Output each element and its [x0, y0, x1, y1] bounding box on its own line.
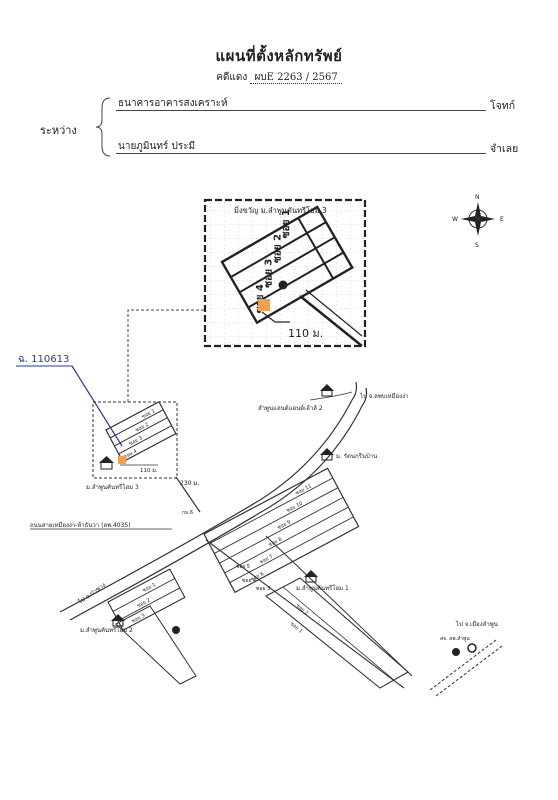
inset-lot-label: ซอย 1	[281, 209, 292, 238]
compass-s: S	[475, 242, 479, 249]
inset-distance: 110 ม.	[288, 327, 323, 340]
party-brace	[96, 97, 111, 157]
between-label: ระหว่าง	[40, 124, 77, 137]
city-marker-ring	[467, 643, 477, 653]
village-1: ม.ลำพูนคันทรีโฮม 1	[296, 570, 349, 592]
lower-lot-label: ซอย 1	[142, 582, 157, 594]
case-number-line: คดีแดง ผบE 2263 / 2567	[0, 70, 558, 85]
inset-lot-label: ซอย 3	[263, 259, 274, 288]
case-number: ผบE 2263 / 2567	[250, 72, 342, 84]
small-lot-label: ซอย 2	[135, 422, 150, 434]
big-lot-label: ซอย 5	[236, 564, 250, 570]
small-lot-label: ซอย 4	[123, 448, 138, 460]
to-city-sub-label: สจ. ลพ.ลำพูน	[440, 636, 470, 642]
compass-icon: N S W E	[452, 194, 504, 249]
lower-lot-label: ซอย 2	[136, 597, 151, 609]
landmark-2: ม. รัตนกรีนบ้าน	[320, 448, 377, 461]
plaintiff-role: โจทก์	[490, 100, 516, 112]
detail-box: ซอย 1 ซอย 2 ซอย 3 ซอย 4 110 ม. ม.ลำพูนคั…	[86, 401, 178, 491]
main-road	[59, 381, 368, 621]
house-icon	[111, 614, 125, 627]
deed-number: ฉ. 110613	[18, 354, 69, 365]
compass-e: E	[500, 216, 504, 223]
leader-line	[127, 309, 205, 402]
compass-n: N	[475, 194, 480, 201]
lower-marker	[172, 626, 180, 634]
city-road: ไป จ.เมืองลำพูน สจ. ลพ.ลำพูน	[429, 620, 503, 697]
near-road-label: กม.6	[182, 510, 193, 516]
subject-plot-highlight	[258, 299, 270, 311]
big-lot-label: ซอย 9	[277, 519, 292, 531]
to-city-label: ไป จ.เมืองลำพูน	[455, 620, 498, 628]
inset-lots-block: ซอย 1 ซอย 2 ซอย 3 ซอย 4	[220, 205, 354, 325]
lower-lot-label: ซอย 3	[131, 613, 146, 625]
village-3-label: ม.ลำพูนคันทรีโฮม 3	[86, 483, 139, 491]
road-name: ถนนสายเหมืองง่า-ห้าธันวา (ลพ.4035)	[30, 521, 131, 529]
village-2: ม.ลำพูนคันทรีโฮม 2	[80, 614, 133, 634]
landmark-1: ลำพูนแลนด์แอนด์เฮ้าส์ 2	[258, 384, 334, 412]
inset-lot-label: ซอย 2	[272, 234, 283, 263]
case-label: คดีแดง	[216, 72, 248, 83]
village-2-label: ม.ลำพูนคันทรีโฮม 2	[80, 626, 133, 634]
small-lot-label: ซอย 1	[141, 408, 156, 420]
big-lot-label: ซอย 10	[286, 501, 304, 514]
landmark-1-label: ลำพูนแลนด์แอนด์เฮ้าส์ 2	[258, 404, 323, 412]
plaintiff-name: ธนาคารอาคารสงเคราะห์	[118, 98, 228, 109]
inset-title: มิ่งขวัญ ม.ลำพูนคันทรีโฮม 3	[234, 205, 327, 215]
city-marker	[452, 648, 460, 656]
inset-lot-label: ซอย 4	[255, 284, 266, 313]
house-icon	[320, 384, 334, 397]
big-lot-label: ซอย 2	[295, 603, 310, 617]
big-lot-label: ซอย 11	[295, 483, 313, 496]
small-distance: 110 ม.	[140, 468, 158, 474]
inset-marker	[278, 280, 288, 290]
defendant-name: นายภูมินทร์ ประมี	[118, 141, 196, 152]
defendant-role: จำเลย	[490, 143, 519, 155]
small-lot-label: ซอย 3	[128, 435, 143, 447]
big-lots-diagonal	[205, 535, 413, 689]
house-icon	[304, 570, 318, 583]
big-lot-label: ซอย 3	[256, 586, 270, 592]
big-lot-label: ซอย 6	[250, 571, 265, 583]
page-title: แผนที่ตั้งหลักทรัพย์	[215, 47, 343, 65]
landmark-2-label: ม. รัตนกรีนบ้าน	[336, 452, 377, 460]
big-lot-label: ซอย 4	[242, 578, 256, 584]
big-lots-block: ซอย 11 ซอย 10 ซอย 9 ซอย 8 ซอย 7 ซอย 6	[203, 467, 360, 594]
lower-lots-block: ซอย 1 ซอย 2 ซอย 3	[107, 568, 186, 631]
village-1-label: ม.ลำพูนคันทรีโฮม 1	[296, 584, 349, 592]
inset-map: มิ่งขวัญ ม.ลำพูนคันทรีโฮม 3 ซอย 1 ซอย 2 …	[203, 198, 367, 348]
house-icon	[99, 456, 114, 470]
defendant-line	[116, 153, 486, 154]
to-top-road-label: ไป จ.ลพบเหมืองง่า	[359, 392, 408, 400]
deed-annotation: ฉ. 110613	[16, 354, 123, 447]
lower-strip-lots: ซอย 2 ซอย 1 ซอย 5 ซอย 4 ซอย 3	[236, 564, 409, 689]
house-icon	[320, 448, 334, 461]
compass-w: W	[452, 216, 458, 223]
big-lot-label: ซอย 8	[268, 537, 283, 549]
big-lot-label: ซอย 1	[289, 621, 304, 635]
plaintiff-line	[116, 110, 486, 111]
small-subject-highlight	[118, 456, 126, 464]
road-distance: 230 ม.	[180, 480, 199, 487]
big-lot-label: ซอย 7	[259, 554, 274, 566]
